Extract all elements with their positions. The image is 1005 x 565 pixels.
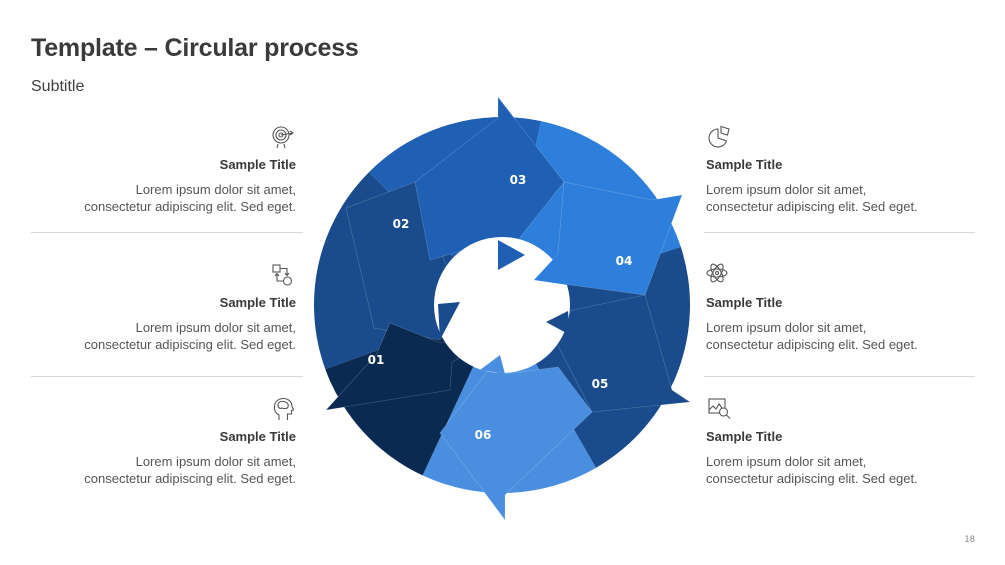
image-search-icon (706, 396, 732, 422)
left-item-3-text: Lorem ipsum dolor sit amet, consectetur … (84, 454, 296, 486)
left-item-3: Sample Title Lorem ipsum dolor sit amet,… (26, 396, 296, 487)
segment-03-notch (498, 240, 525, 270)
left-item-1: Sample Title Lorem ipsum dolor sit amet,… (26, 124, 296, 215)
slide-subtitle: Subtitle (31, 78, 85, 95)
segment-06-notch (480, 355, 505, 374)
segment-label-02: 02 (393, 217, 410, 231)
left-item-1-text: Lorem ipsum dolor sit amet, consectetur … (84, 182, 296, 214)
segment-04-notch (534, 254, 568, 285)
segment-label-04: 04 (616, 254, 633, 268)
target-icon (270, 124, 296, 150)
right-item-2: Sample Title Lorem ipsum dolor sit amet,… (706, 262, 976, 353)
right-item-2-title: Sample Title (706, 295, 783, 310)
page-number: 18 (964, 535, 975, 545)
segment-02-notch (438, 302, 460, 340)
segment-label-03: 03 (510, 173, 527, 187)
slide-title: Template – Circular process (31, 34, 359, 62)
center-hole (434, 237, 570, 373)
right-item-1-title: Sample Title (706, 157, 783, 172)
segment-01-notch (428, 343, 452, 362)
left-divider-2 (31, 376, 303, 377)
atom-icon (706, 262, 732, 288)
right-divider-1 (704, 232, 975, 233)
segment-05-notch (546, 311, 570, 335)
segment-label-01: 01 (368, 353, 385, 367)
segment-label-05: 05 (592, 377, 609, 391)
right-item-1: Sample Title Lorem ipsum dolor sit amet,… (706, 124, 976, 215)
segment-label-06: 06 (475, 428, 492, 442)
right-item-1-text: Lorem ipsum dolor sit amet, consectetur … (706, 182, 918, 214)
process-flow-icon (270, 262, 296, 288)
circular-process-diagram: 01 02 03 04 05 06 (314, 96, 691, 521)
right-divider-2 (704, 376, 975, 377)
right-item-3: Sample Title Lorem ipsum dolor sit amet,… (706, 396, 976, 487)
left-item-2-text: Lorem ipsum dolor sit amet, consectetur … (84, 320, 296, 352)
left-item-3-title: Sample Title (219, 429, 296, 444)
left-divider-1 (31, 232, 303, 233)
left-item-2-title: Sample Title (219, 295, 296, 310)
right-item-3-text: Lorem ipsum dolor sit amet, consectetur … (706, 454, 918, 486)
head-brain-icon (270, 396, 296, 422)
right-item-3-title: Sample Title (706, 429, 783, 444)
segment-06-arrow (439, 354, 593, 521)
right-item-2-text: Lorem ipsum dolor sit amet, consectetur … (706, 320, 918, 352)
left-item-1-title: Sample Title (219, 157, 296, 172)
left-item-2: Sample Title Lorem ipsum dolor sit amet,… (26, 262, 296, 353)
pie-chart-icon (706, 124, 732, 150)
